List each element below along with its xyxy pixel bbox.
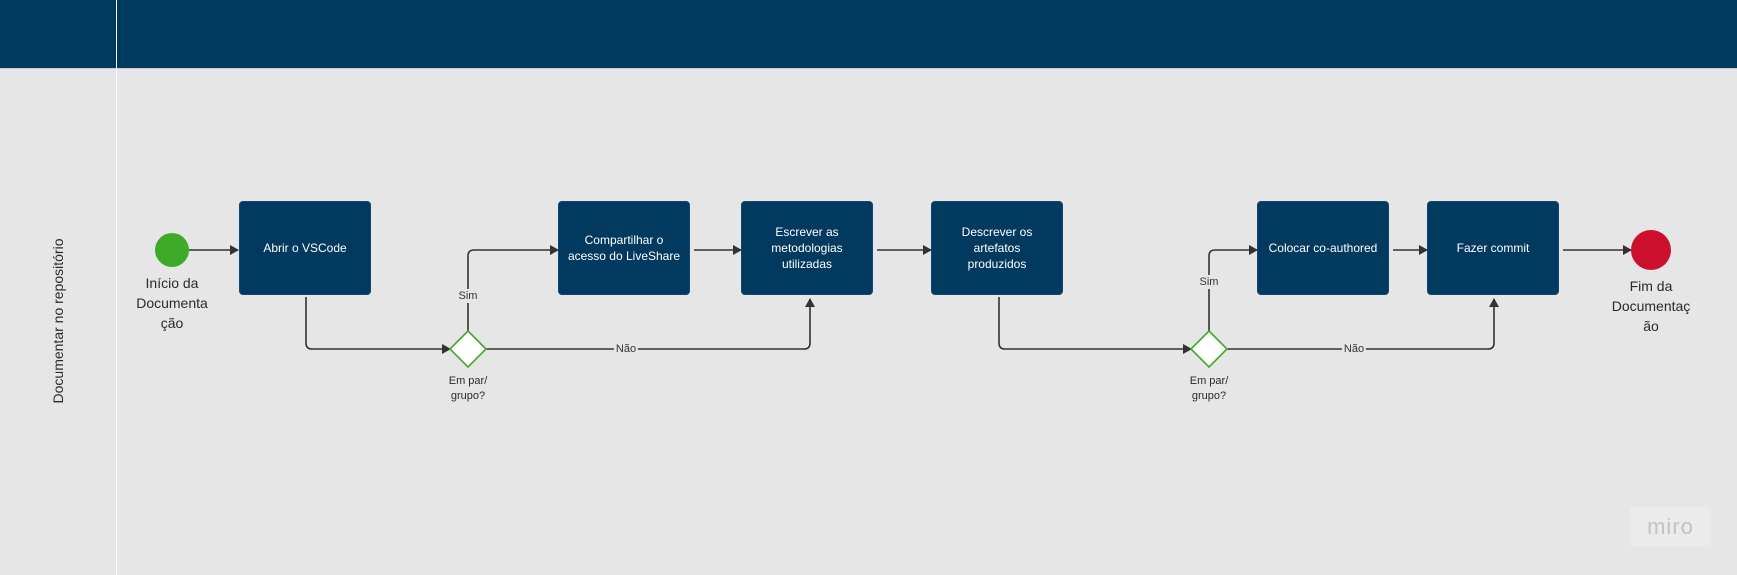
edge-label-sim-1: Sim [456, 289, 480, 303]
task-compartilhar-liveshare[interactable]: Compartilhar o acesso do LiveShare [558, 201, 690, 295]
end-event [1631, 230, 1671, 270]
edge-abrir-to-gateway1 [305, 297, 451, 354]
task-abrir-vscode[interactable]: Abrir o VSCode [239, 201, 371, 295]
lane-header-bar [117, 0, 1737, 68]
start-event-label: Início da Documenta ção [136, 275, 208, 331]
gateway-1-label: Em par/ grupo? [448, 375, 488, 402]
task-colocar-coauthored[interactable]: Colocar co-authored [1257, 201, 1389, 295]
edge-gateway1-yes [467, 245, 559, 331]
lane-header-corner [0, 0, 116, 68]
task-descrever-artefatos[interactable]: Descrever os artefatos produzidos [931, 201, 1063, 295]
edge-gateway2-no [1227, 298, 1499, 350]
edge-descrever-to-gateway2 [998, 297, 1192, 354]
task-fazer-commit[interactable]: Fazer commit [1427, 201, 1559, 295]
end-event-label: Fim da Documentaç ão [1611, 278, 1691, 334]
task-escrever-metodologias[interactable]: Escrever as metodologias utilizadas [741, 201, 873, 295]
lane-divider [116, 0, 117, 575]
edge-label-nao-1: Não [613, 342, 639, 356]
edge-gateway1-no [486, 298, 815, 350]
edge-label-sim-2: Sim [1197, 275, 1221, 289]
edge-gateway2-yes [1208, 245, 1258, 331]
gateway-2-label: Em par/ grupo? [1189, 375, 1229, 402]
start-event [155, 233, 189, 267]
edge-label-nao-2: Não [1341, 342, 1367, 356]
gateway-1 [448, 329, 488, 369]
gateway-2 [1189, 329, 1229, 369]
miro-logo-watermark: miro [1630, 507, 1711, 547]
lane-header-divider [0, 68, 1737, 69]
